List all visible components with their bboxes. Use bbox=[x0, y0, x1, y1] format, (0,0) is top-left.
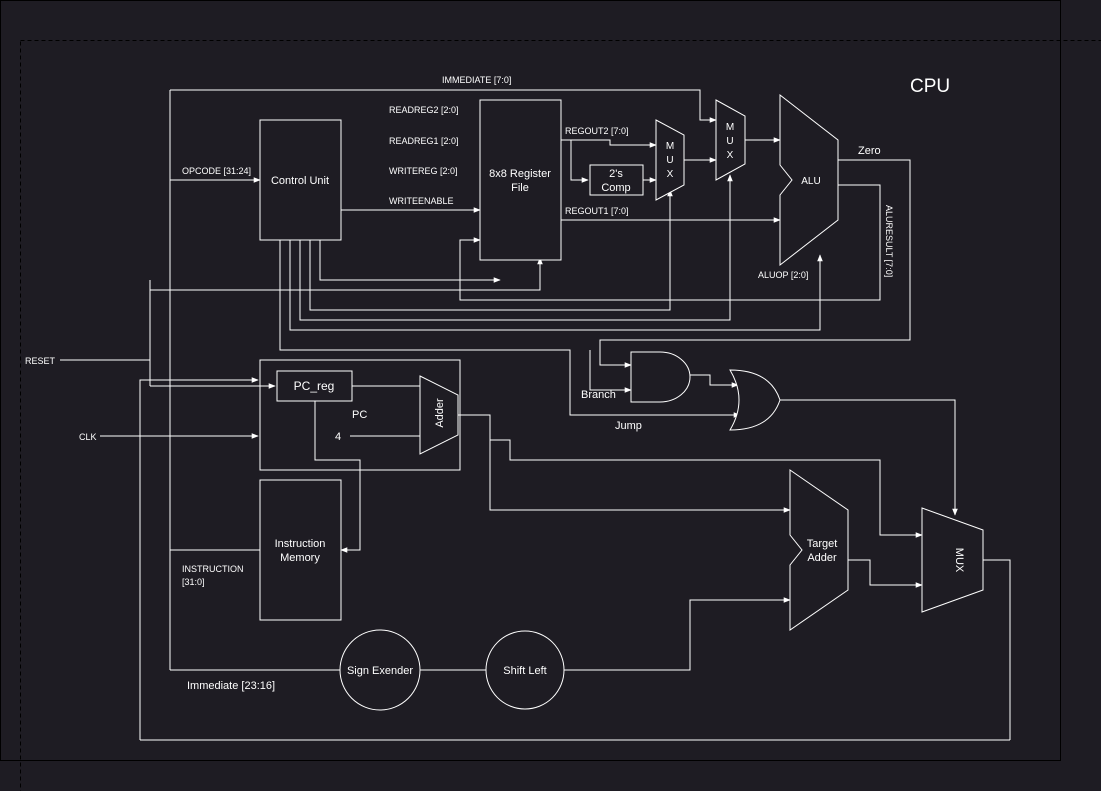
register-file-label-1: 8x8 Register bbox=[489, 168, 551, 180]
and-gate bbox=[630, 351, 691, 403]
instr-mem-label-2: Memory bbox=[280, 552, 320, 564]
signal-labels: CPU IMMEDIATE [7:0] READREG2 [2:0] READR… bbox=[25, 75, 950, 692]
label-immediate-top: IMMEDIATE [7:0] bbox=[442, 75, 511, 85]
pc-mux-block: MUX bbox=[921, 507, 984, 613]
label-writeenable: WRITEENABLE bbox=[389, 196, 454, 206]
mux2-block: M U X bbox=[715, 99, 746, 181]
pc-mux-label: MUX bbox=[953, 548, 965, 573]
control-unit-block: Control Unit bbox=[259, 119, 342, 241]
instr-mem-label-1: Instruction bbox=[275, 538, 326, 550]
label-instruction-1: INSTRUCTION bbox=[182, 564, 244, 574]
shift-left-block: Shift Left bbox=[485, 630, 565, 710]
label-pc: PC bbox=[352, 409, 367, 421]
label-zero: Zero bbox=[858, 145, 881, 157]
mux2-letter-x: X bbox=[727, 150, 734, 161]
mux2-letter-m: M bbox=[726, 122, 734, 133]
label-aluresult: ALURESULT [7:0] bbox=[884, 205, 894, 277]
alu-label: ALU bbox=[801, 176, 820, 187]
pc-adder-block: Adder bbox=[419, 375, 459, 455]
label-writereg: WRITEREG [2:0] bbox=[389, 166, 458, 176]
mux2-letter-u: U bbox=[726, 136, 733, 147]
label-clk: CLK bbox=[79, 432, 97, 442]
label-aluop: ALUOP [2:0] bbox=[758, 270, 808, 280]
mux1-letter-u: U bbox=[666, 155, 673, 166]
or-gate bbox=[729, 369, 781, 431]
sign-extender-label: Sign Exender bbox=[347, 665, 413, 677]
mux1-block: M U X bbox=[655, 119, 685, 201]
label-readreg2: READREG2 [2:0] bbox=[389, 105, 459, 115]
label-four: 4 bbox=[335, 431, 341, 443]
target-adder-label-2: Adder bbox=[807, 552, 837, 564]
pc-adder-label: Adder bbox=[434, 398, 446, 428]
alu-block: ALU bbox=[779, 93, 839, 267]
label-branch: Branch bbox=[581, 389, 616, 401]
control-unit-label: Control Unit bbox=[271, 175, 329, 187]
label-instruction-2: [31:0] bbox=[182, 577, 205, 587]
register-file-label-2: File bbox=[511, 182, 529, 194]
instruction-memory-block: Instruction Memory bbox=[259, 479, 342, 621]
cpu-title: CPU bbox=[910, 76, 950, 97]
shift-left-label: Shift Left bbox=[503, 665, 546, 677]
label-reset: RESET bbox=[25, 356, 56, 366]
register-file-block: 8x8 Register File bbox=[479, 99, 562, 261]
mux1-letter-m: M bbox=[666, 141, 674, 152]
target-adder-label-1: Target bbox=[807, 538, 838, 550]
outer-frame bbox=[0, 0, 1061, 761]
pc-unit-frame bbox=[259, 359, 461, 471]
sign-extender-block: Sign Exender bbox=[339, 629, 421, 711]
cpu-boundary bbox=[20, 40, 1101, 791]
pc-reg-block: PC_reg bbox=[276, 370, 353, 402]
wires bbox=[60, 89, 1011, 741]
label-jump: Jump bbox=[615, 420, 642, 432]
label-readreg1: READREG1 [2:0] bbox=[389, 136, 459, 146]
pc-reg-label: PC_reg bbox=[294, 379, 335, 393]
twos-comp-label-1: 2's bbox=[609, 168, 623, 180]
label-immediate-bottom: Immediate [23:16] bbox=[187, 680, 275, 692]
label-opcode: OPCODE [31:24] bbox=[182, 166, 251, 176]
target-adder-block: Target Adder bbox=[789, 469, 849, 631]
twos-comp-label-2: Comp bbox=[601, 182, 630, 194]
label-regout2: REGOUT2 [7:0] bbox=[565, 126, 629, 136]
mux1-letter-x: X bbox=[667, 169, 674, 180]
label-regout1: REGOUT1 [7:0] bbox=[565, 206, 629, 216]
twos-complement-block: 2's Comp bbox=[589, 164, 644, 196]
